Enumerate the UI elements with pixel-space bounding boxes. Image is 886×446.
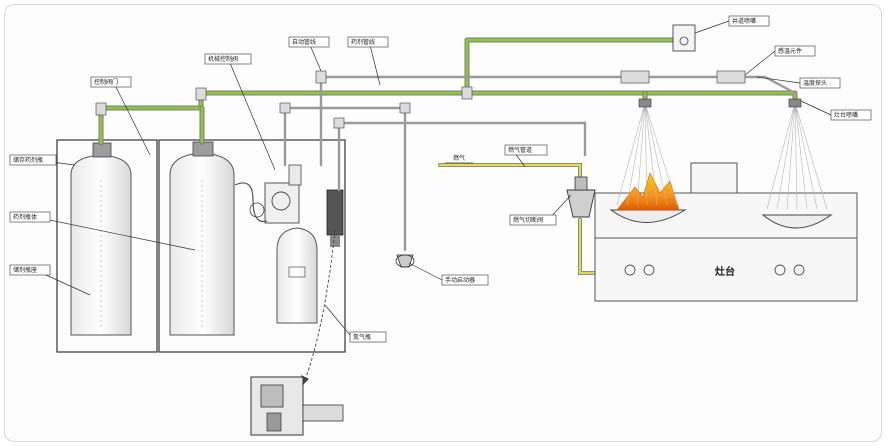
- label-manual-release: 手动启动器: [445, 276, 475, 284]
- label-gas: 燃气: [453, 154, 465, 162]
- mechanical-control-valve: [249, 164, 302, 224]
- label-mech-control: 机械控制阀: [208, 55, 238, 63]
- label-actuator: 感温元件: [778, 47, 802, 55]
- cabinet-right: [158, 139, 346, 353]
- flex-hose: [234, 182, 268, 223]
- callout-labels: 井道喷嘴 感温元件 温度探头 灶台喷嘴 自动管线 药剂管线 机械控制阀 控制阀门…: [9, 15, 872, 343]
- label-gas-valve: 燃气切断阀: [513, 216, 543, 224]
- agent-cylinder-right: [169, 141, 235, 336]
- solenoid-actuator: [326, 189, 344, 247]
- valve-detail: [250, 229, 344, 436]
- stove-nozzles: [638, 98, 802, 108]
- label-stove-nozzle: 灶台喷嘴: [834, 111, 858, 119]
- stove-hood-box: [690, 162, 738, 194]
- cylinder-cabinet: [56, 139, 346, 353]
- label-agent-bottle: 储存药剂瓶: [13, 156, 43, 164]
- detection-fittings: [95, 70, 746, 129]
- label-agent-body: 药剂瓶体: [13, 213, 37, 221]
- label-bottle-base: 储剂瓶座: [13, 266, 37, 274]
- label-stove: 灶台: [715, 265, 735, 278]
- wok-right: [761, 214, 833, 229]
- gas-shutoff-valve: [566, 176, 596, 218]
- label-pipe-b: 药剂管线: [351, 38, 375, 46]
- label-detector: 温度探头: [803, 79, 827, 87]
- stove: [594, 162, 858, 302]
- label-pipe-a: 自动管线: [292, 38, 316, 46]
- flame: [616, 172, 680, 211]
- agent-cylinder-left: [70, 142, 132, 336]
- kitchen-fire-suppression-diagram: 井道喷嘴 感温元件 温度探头 灶台喷嘴 自动管线 药剂管线 机械控制阀 控制阀门…: [9, 15, 872, 436]
- spray-patterns: [616, 102, 828, 210]
- label-nitrogen: 氮气瓶: [353, 333, 371, 341]
- nitrogen-cylinder: [276, 227, 318, 324]
- cabinet-left: [56, 139, 158, 353]
- manual-release: [395, 254, 415, 268]
- duct-nozzle-box: [672, 24, 696, 52]
- label-duct-nozzle: 井道喷嘴: [732, 17, 756, 25]
- label-control-valve: 控制阀门: [94, 78, 118, 86]
- wok-left: [609, 172, 687, 223]
- label-gas-pipe: 燃气管道: [508, 146, 532, 154]
- diagram-frame: 井道喷嘴 感温元件 温度探头 灶台喷嘴 自动管线 药剂管线 机械控制阀 控制阀门…: [4, 4, 882, 442]
- callout-leaders: [34, 20, 832, 336]
